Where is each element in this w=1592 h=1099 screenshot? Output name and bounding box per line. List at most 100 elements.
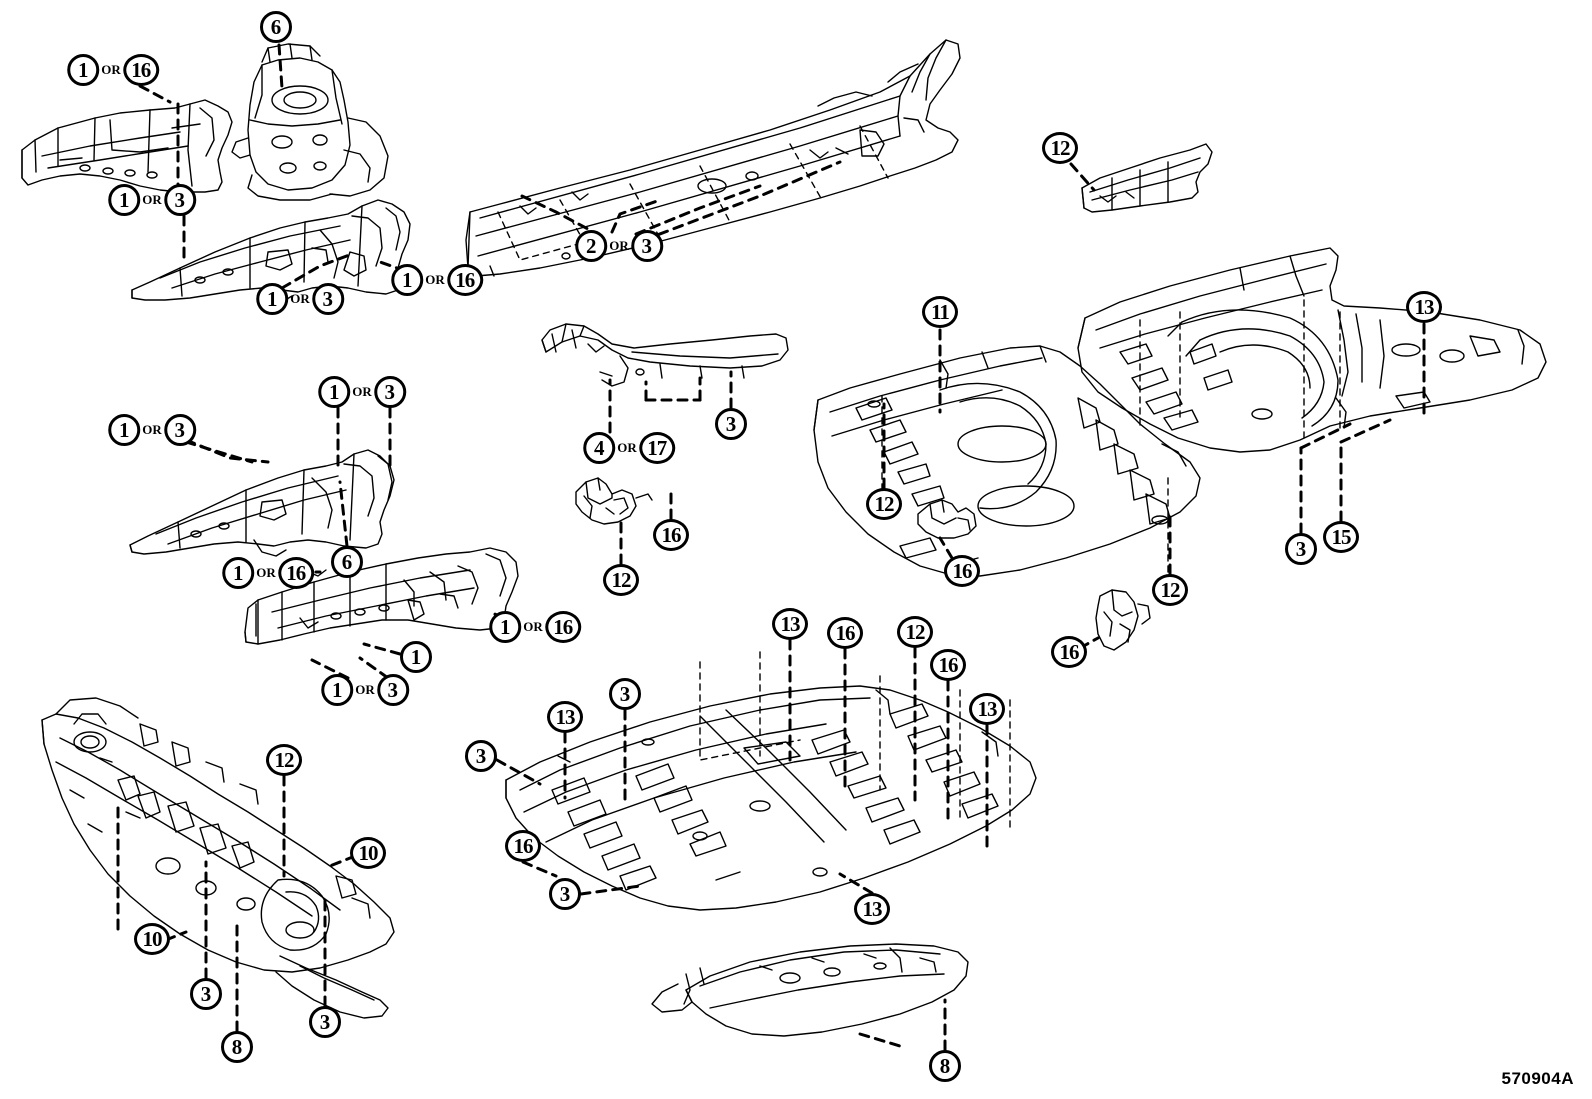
callout-balloon-3[interactable]: 3 (190, 978, 222, 1010)
callout-balloon-3[interactable]: 3 (715, 408, 747, 440)
callout-3-floor-far-left[interactable]: 3 (465, 740, 497, 772)
callout-10-dash-right[interactable]: 10 (350, 837, 386, 869)
callout-balloon-2[interactable]: 2 (575, 230, 608, 262)
callout-balloon-17[interactable]: 17 (638, 432, 675, 464)
callout-balloon-16[interactable]: 16 (944, 555, 980, 587)
callout-balloon-13[interactable]: 13 (969, 693, 1005, 725)
callout-13-floor-top[interactable]: 13 (772, 608, 808, 640)
callout-balloon-1[interactable]: 1 (321, 674, 354, 706)
callout-13-floor-left[interactable]: 13 (547, 701, 583, 733)
callout-11-center-floor[interactable]: 11 (922, 296, 958, 328)
callout-balloon-10[interactable]: 10 (350, 837, 386, 869)
callout-balloon-3[interactable]: 3 (309, 1006, 341, 1038)
callout-balloon-4[interactable]: 4 (583, 432, 616, 464)
callout-balloon-8[interactable]: 8 (221, 1031, 253, 1063)
callout-balloon-16[interactable]: 16 (277, 557, 314, 589)
callout-balloon-1[interactable]: 1 (391, 264, 424, 296)
callout-balloon-15[interactable]: 15 (1323, 521, 1359, 553)
callout-10-dash-left[interactable]: 10 (134, 923, 170, 955)
callout-16-floor-top[interactable]: 16 (827, 617, 863, 649)
callout-balloon-1[interactable]: 1 (67, 54, 100, 86)
callout-16-floor-lower-left[interactable]: 16 (505, 830, 541, 862)
callout-balloon-12[interactable]: 12 (1152, 574, 1188, 606)
callout-3-crossmember[interactable]: 3 (715, 408, 747, 440)
callout-16-floor-bracket[interactable]: 16 (944, 555, 980, 587)
callout-3-dash-right[interactable]: 3 (309, 1006, 341, 1038)
callout-balloon-12[interactable]: 12 (603, 564, 639, 596)
callout-6-lower[interactable]: 6 (331, 546, 363, 578)
callout-balloon-6[interactable]: 6 (260, 11, 292, 43)
callout-balloon-1[interactable]: 1 (256, 283, 289, 315)
callout-15-rear-floor[interactable]: 15 (1323, 521, 1359, 553)
callout-12-dash-panel[interactable]: 12 (266, 744, 302, 776)
callout-balloon-1[interactable]: 1 (222, 557, 255, 589)
callout-balloon-12[interactable]: 12 (897, 616, 933, 648)
callout-12-bracket-center[interactable]: 12 (603, 564, 639, 596)
callout-12-floor-top[interactable]: 12 (897, 616, 933, 648)
callout-12-floor-left[interactable]: 12 (866, 488, 902, 520)
callout-13-floor-right[interactable]: 13 (969, 693, 1005, 725)
callout-8-bottom-panel[interactable]: 8 (929, 1050, 961, 1082)
callout-balloon-16[interactable]: 16 (544, 611, 581, 643)
callout-balloon-3[interactable]: 3 (373, 376, 406, 408)
callout-13-floor-bottom[interactable]: 13 (854, 893, 890, 925)
callout-3-rear-floor[interactable]: 3 (1285, 533, 1317, 565)
callout-balloon-11[interactable]: 11 (922, 296, 958, 328)
callout-16-floor-top-right[interactable]: 16 (930, 649, 966, 681)
callout-balloon-3[interactable]: 3 (163, 184, 196, 216)
callout-balloon-1[interactable]: 1 (318, 376, 351, 408)
callout-balloon-16[interactable]: 16 (827, 617, 863, 649)
callout-balloon-16[interactable]: 16 (1051, 636, 1087, 668)
callout-balloon-16[interactable]: 16 (653, 519, 689, 551)
callout-balloon-1[interactable]: 1 (400, 641, 432, 673)
callout-balloon-12[interactable]: 12 (1042, 132, 1078, 164)
callout-balloon-16[interactable]: 16 (122, 54, 159, 86)
callout-balloon-3[interactable]: 3 (376, 674, 409, 706)
callout-balloon-1[interactable]: 1 (108, 414, 141, 446)
callout-3-floor-lower-left[interactable]: 3 (549, 878, 581, 910)
callout-balloon-3[interactable]: 3 (465, 740, 497, 772)
callout-balloon-1[interactable]: 1 (489, 611, 522, 643)
callout-balloon-16[interactable]: 16 (446, 264, 483, 296)
callout-6-upper[interactable]: 6 (260, 11, 292, 43)
callout-balloon-6[interactable]: 6 (331, 546, 363, 578)
callout-balloon-13[interactable]: 13 (1406, 291, 1442, 323)
callout-8-dash[interactable]: 8 (221, 1031, 253, 1063)
callout-3-dash-left[interactable]: 3 (190, 978, 222, 1010)
callout-balloon-1[interactable]: 1 (108, 184, 141, 216)
callout-balloon-3[interactable]: 3 (630, 230, 663, 262)
callout-12-floor-right[interactable]: 12 (1152, 574, 1188, 606)
callout-3-floor-upper[interactable]: 3 (609, 678, 641, 710)
callout-1-rail[interactable]: 1 (400, 641, 432, 673)
callout-balloon-3[interactable]: 3 (1285, 533, 1317, 565)
callout-balloon-3[interactable]: 3 (549, 878, 581, 910)
callout-balloon-13[interactable]: 13 (547, 701, 583, 733)
callout-12-rear-rail[interactable]: 12 (1042, 132, 1078, 164)
callout-balloon-12[interactable]: 12 (266, 744, 302, 776)
callout-balloon-13[interactable]: 13 (772, 608, 808, 640)
callout-balloon-12[interactable]: 12 (866, 488, 902, 520)
callout-16-bracket-center[interactable]: 16 (653, 519, 689, 551)
callout-balloon-8[interactable]: 8 (929, 1050, 961, 1082)
callout-balloon-3[interactable]: 3 (609, 678, 641, 710)
callout-balloon-16[interactable]: 16 (930, 649, 966, 681)
callout-balloon-3[interactable]: 3 (311, 283, 344, 315)
callout-16-floor-bracket-right[interactable]: 16 (1051, 636, 1087, 668)
or-separator: OR (523, 619, 543, 634)
callout-balloon-10[interactable]: 10 (134, 923, 170, 955)
callout-balloon-13[interactable]: 13 (854, 893, 890, 925)
callout-balloon-16[interactable]: 16 (505, 830, 541, 862)
callout-balloon-3[interactable]: 3 (163, 414, 196, 446)
callout-13-rear-floor-right[interactable]: 13 (1406, 291, 1442, 323)
